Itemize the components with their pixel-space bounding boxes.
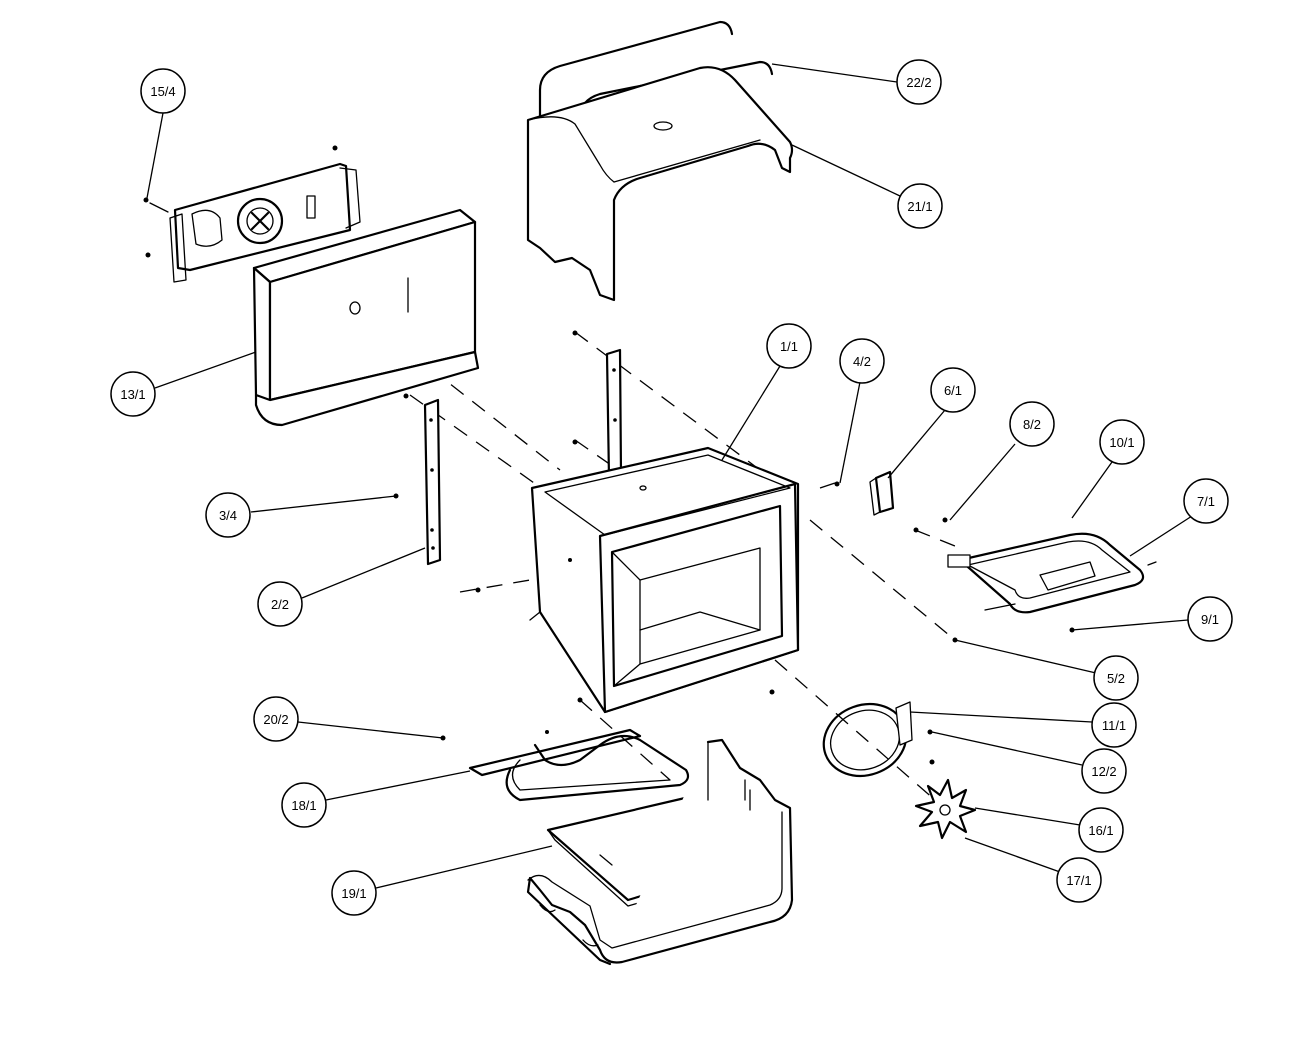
callout-20-2: 20/2	[253, 696, 299, 742]
svg-text:16/1: 16/1	[1088, 823, 1113, 838]
svg-text:3/4: 3/4	[219, 508, 237, 523]
svg-text:15/4: 15/4	[150, 84, 175, 99]
callout-16-1: 16/1	[1078, 807, 1124, 853]
rear-motor-plate-part	[143, 145, 361, 283]
svg-text:12/2: 12/2	[1091, 764, 1116, 779]
svg-text:13/1: 13/1	[120, 387, 145, 402]
thermostat-block-part	[869, 470, 895, 516]
svg-text:9/1: 9/1	[1201, 612, 1219, 627]
callout-5-2: 5/2	[1093, 655, 1139, 701]
svg-text:6/1: 6/1	[944, 383, 962, 398]
fan-blade-part	[914, 778, 977, 840]
callout-10-1: 10/1	[1099, 419, 1145, 465]
callout-bubbles: 15/4 22/2 21/1 13/1 1/1 4/2 6/1 8/2 10/1…	[110, 59, 1233, 916]
right-side-rail-part	[572, 330, 623, 480]
leader-lines	[146, 63, 1193, 889]
svg-text:1/1: 1/1	[780, 339, 798, 354]
svg-text:17/1: 17/1	[1066, 873, 1091, 888]
callout-18-1: 18/1	[281, 782, 327, 828]
callout-12-2: 12/2	[1081, 748, 1127, 794]
callout-15-4: 15/4	[140, 68, 186, 114]
callout-19-1: 19/1	[331, 870, 377, 916]
top-cover-part	[526, 66, 794, 302]
svg-text:8/2: 8/2	[1023, 417, 1041, 432]
callout-4-2: 4/2	[839, 338, 885, 384]
bottom-shell-part	[526, 738, 794, 966]
svg-text:21/1: 21/1	[907, 199, 932, 214]
oven-cavity-part	[475, 446, 840, 714]
callout-21-1: 21/1	[897, 183, 943, 229]
grill-element-part	[913, 517, 1157, 643]
callout-22-2: 22/2	[896, 59, 942, 105]
callout-8-2: 8/2	[1009, 401, 1055, 447]
ring-element-part	[822, 701, 935, 777]
svg-text:7/1: 7/1	[1197, 494, 1215, 509]
bottom-element-part	[440, 728, 690, 802]
svg-text:22/2: 22/2	[906, 75, 931, 90]
callout-2-2: 2/2	[257, 581, 303, 627]
callout-6-1: 6/1	[930, 367, 976, 413]
svg-text:2/2: 2/2	[271, 597, 289, 612]
callout-9-1: 9/1	[1187, 596, 1233, 642]
callout-1-1: 1/1	[766, 323, 812, 369]
back-panel-part	[252, 208, 480, 427]
callout-17-1: 17/1	[1056, 857, 1102, 903]
svg-text:11/1: 11/1	[1102, 718, 1126, 733]
callout-11-1: 11/1	[1091, 702, 1137, 748]
callout-3-4: 3/4	[205, 492, 251, 538]
svg-text:4/2: 4/2	[853, 354, 871, 369]
svg-text:10/1: 10/1	[1109, 435, 1134, 450]
svg-text:18/1: 18/1	[291, 798, 316, 813]
callout-13-1: 13/1	[110, 371, 156, 417]
callout-7-1: 7/1	[1183, 478, 1229, 524]
svg-text:19/1: 19/1	[341, 886, 366, 901]
svg-text:20/2: 20/2	[263, 712, 288, 727]
left-side-rail-part	[393, 393, 442, 566]
svg-text:5/2: 5/2	[1107, 671, 1125, 686]
